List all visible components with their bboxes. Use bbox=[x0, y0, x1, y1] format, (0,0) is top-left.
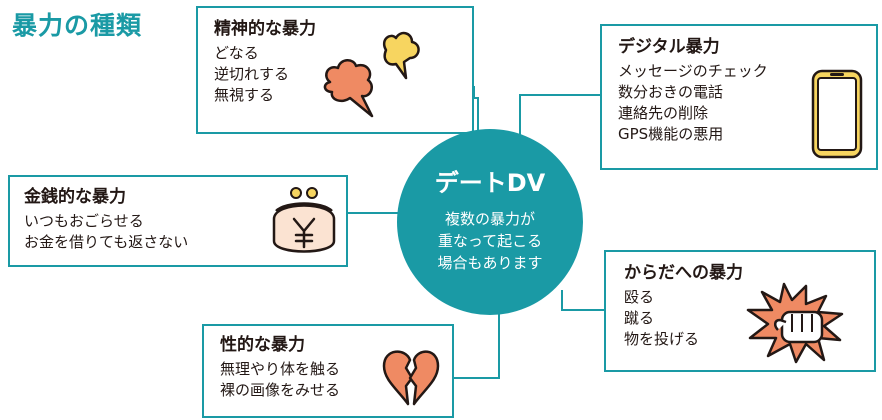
category-physical-box: からだへの暴力 殴る 蹴る 物を投げる bbox=[604, 250, 876, 372]
center-title: デートDV bbox=[434, 169, 546, 197]
category-money-box: 金銭的な暴力 いつもおごらせる お金を借りても返さない bbox=[8, 175, 348, 267]
list-item: 蹴る bbox=[624, 309, 655, 327]
category-digital-title: デジタル暴力 bbox=[618, 37, 720, 57]
connector-sexual bbox=[454, 314, 500, 379]
list-item: 殴る bbox=[624, 288, 655, 306]
list-item: いつもおごらせる bbox=[24, 212, 144, 230]
list-item: お金を借りても返さない bbox=[24, 233, 189, 251]
list-item: メッセージのチェック bbox=[618, 62, 768, 80]
connector-mental bbox=[473, 86, 479, 148]
coin-purse-yen-icon bbox=[272, 187, 336, 253]
category-sexual-title: 性的な暴力 bbox=[220, 335, 305, 355]
center-line: 重なって起こる bbox=[437, 232, 543, 250]
center-circle: デートDV 複数の暴力が 重なって起こる 場合もあります bbox=[397, 129, 583, 315]
connector-physical bbox=[561, 290, 604, 311]
broken-heart-icon bbox=[382, 350, 440, 406]
anger-cloud-icon bbox=[323, 31, 420, 118]
smartphone-icon bbox=[811, 69, 863, 159]
category-mental-box: 精神的な暴力 どなる 逆切れする 無視する bbox=[196, 6, 474, 134]
connector-digital bbox=[519, 94, 600, 142]
punch-fist-icon bbox=[746, 282, 844, 364]
category-sexual-box: 性的な暴力 無理やり体を触る 裸の画像をみせる bbox=[202, 324, 454, 418]
center-line: 複数の暴力が bbox=[444, 210, 535, 228]
category-mental-title: 精神的な暴力 bbox=[214, 19, 316, 39]
category-money-title: 金銭的な暴力 bbox=[24, 187, 126, 207]
list-item: 物を投げる bbox=[624, 330, 700, 348]
list-item: 無理やり体を触る bbox=[220, 360, 341, 378]
list-item: GPS機能の悪用 bbox=[618, 125, 724, 143]
list-item: 裸の画像をみせる bbox=[220, 381, 341, 399]
list-item: 連絡先の削除 bbox=[618, 104, 709, 122]
list-item: 逆切れする bbox=[214, 65, 290, 83]
category-digital-box: デジタル暴力 メッセージのチェック 数分おきの電話 連絡先の削除 GPS機能の悪… bbox=[600, 24, 878, 170]
page-title: 暴力の種類 bbox=[12, 11, 143, 40]
category-physical-title: からだへの暴力 bbox=[624, 263, 743, 283]
center-line: 場合もあります bbox=[437, 254, 543, 272]
list-item: 数分おきの電話 bbox=[618, 83, 724, 101]
list-item: どなる bbox=[214, 44, 259, 62]
list-item: 無視する bbox=[214, 86, 275, 104]
